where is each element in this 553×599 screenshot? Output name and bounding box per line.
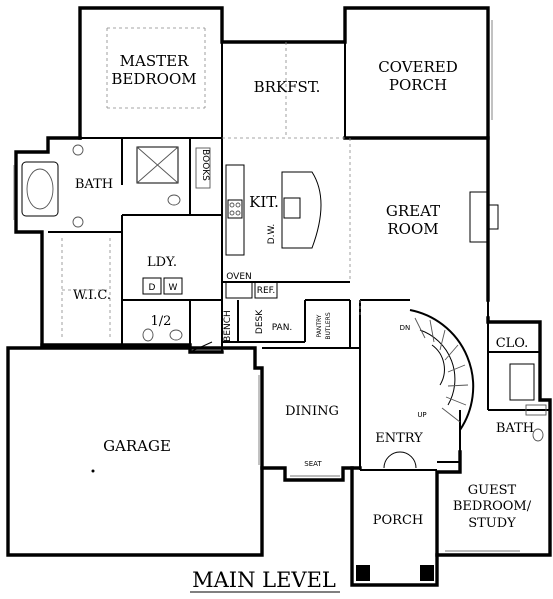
guest-bedroom-label-3: STUDY <box>468 516 516 531</box>
pantry-label: PAN. <box>272 323 293 333</box>
exterior-walls <box>6 6 552 587</box>
bench-label: BENCH <box>223 310 233 342</box>
books-label: BOOKS <box>200 149 210 181</box>
stair-down-label: DN <box>400 324 411 332</box>
great-room-label-1: GREAT <box>386 202 440 220</box>
plan-title: MAIN LEVEL <box>192 568 336 592</box>
closet-label: CLO. <box>496 336 529 351</box>
dining-label: DINING <box>285 404 339 419</box>
kitchen-label: KIT. <box>249 193 279 211</box>
garage-label: GARAGE <box>103 437 171 455</box>
fixture-labels: BOOKS D.W. OVEN REF. PAN. DESK BENCH PAN… <box>149 149 427 468</box>
master-bedroom-label-1: MASTER <box>120 52 189 70</box>
desk-label: DESK <box>255 309 265 334</box>
washer-label: W <box>169 283 178 293</box>
guest-bedroom-label-2: BEDROOM/ <box>453 499 532 514</box>
guest-bath-label: BATH <box>496 421 534 436</box>
dryer-label: D <box>149 283 156 293</box>
room-labels: MASTER BEDROOM BRKFST. COVERED PORCH BAT… <box>73 52 534 531</box>
windows <box>13 20 520 552</box>
spiral-staircase <box>409 309 475 431</box>
dashed-lines <box>61 27 361 340</box>
stair-up-label: UP <box>417 411 426 419</box>
great-room-label-2: ROOM <box>387 220 438 238</box>
wic-label: W.I.C. <box>73 288 111 303</box>
covered-porch-label-2: PORCH <box>389 76 447 94</box>
laundry-label: LDY. <box>147 255 177 270</box>
butlers-pantry-label-2: BUTLERS <box>325 312 332 339</box>
porch-label: PORCH <box>373 513 423 528</box>
dishwasher-label: D.W. <box>267 224 277 245</box>
interior-walls <box>48 42 550 472</box>
breakfast-label: BRKFST. <box>254 78 321 96</box>
guest-bedroom-label-1: GUEST <box>468 483 517 498</box>
master-bedroom-label-2: BEDROOM <box>111 70 196 88</box>
seat-label: SEAT <box>304 460 322 468</box>
butlers-pantry-label-1: PANTRY <box>316 314 323 337</box>
entry-label: ENTRY <box>375 431 423 446</box>
covered-porch-label-1: COVERED <box>378 58 458 76</box>
oven-label: OVEN <box>226 272 252 282</box>
refrigerator-label: REF. <box>257 286 276 296</box>
fixtures <box>21 144 547 581</box>
half-bath-label: 1/2 <box>151 314 172 329</box>
master-bath-label: BATH <box>75 177 113 192</box>
